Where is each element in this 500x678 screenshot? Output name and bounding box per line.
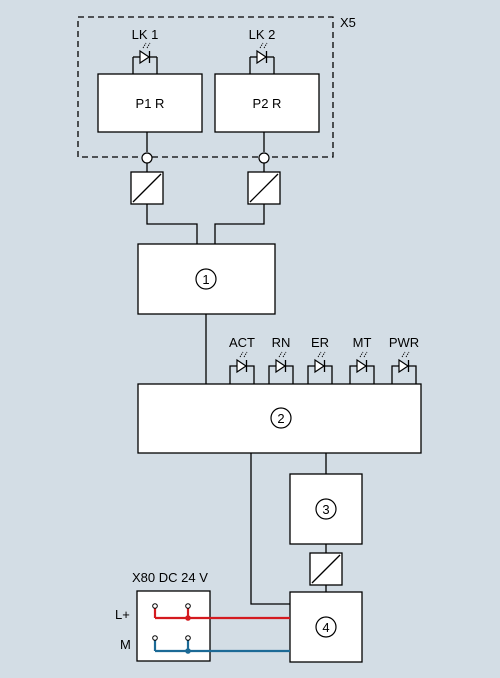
led-icon xyxy=(256,42,268,64)
led-icon xyxy=(275,351,287,373)
port-p1-label: P1 R xyxy=(136,96,165,111)
block-1 xyxy=(137,243,276,315)
socket-icon xyxy=(258,152,270,164)
status-led-label: PWR xyxy=(389,335,419,350)
media-converter-icon xyxy=(247,171,281,205)
status-led-pwr: PWR xyxy=(389,335,419,384)
block-2-number: 2 xyxy=(277,411,284,426)
x5-label: X5 xyxy=(340,15,356,30)
power-connector-title: X80 DC 24 V xyxy=(132,570,208,585)
port-p2-label: P2 R xyxy=(253,96,282,111)
pin-label-l-plus: L+ xyxy=(115,607,130,622)
status-led-label: ER xyxy=(311,335,329,350)
block-3-number: 3 xyxy=(322,502,329,517)
port-p1-block xyxy=(97,73,203,133)
status-led-rn: RN xyxy=(268,335,294,384)
socket-icon xyxy=(141,152,153,164)
block-3 xyxy=(289,473,363,545)
port-p2: LK 2 P2 R xyxy=(214,27,320,244)
port-p1: LK 1 P1 R xyxy=(97,27,203,244)
power-connector-block xyxy=(136,590,211,662)
power-connector-x80: X80 DC 24 V L+ M xyxy=(115,570,290,662)
port-p2-block xyxy=(214,73,320,133)
block-2 xyxy=(137,383,422,454)
x5-enclosure xyxy=(77,16,334,158)
status-led-er: ER xyxy=(307,335,333,384)
power-converter-icon xyxy=(309,552,343,586)
block-4-number: 4 xyxy=(322,620,329,635)
status-led-label: RN xyxy=(272,335,291,350)
status-led-label: MT xyxy=(353,335,372,350)
port-p2-led-label: LK 2 xyxy=(249,27,276,42)
status-led-mt: MT xyxy=(349,335,375,384)
pin-label-m: M xyxy=(120,637,131,652)
led-icon xyxy=(314,351,326,373)
led-icon xyxy=(356,351,368,373)
led-icon xyxy=(398,351,410,373)
led-icon xyxy=(139,42,151,64)
block-1-number: 1 xyxy=(202,272,209,287)
status-led-label: ACT xyxy=(229,335,255,350)
status-led-act: ACT xyxy=(229,335,255,384)
media-converter-icon xyxy=(130,171,164,205)
port-p1-led-label: LK 1 xyxy=(132,27,159,42)
block-4 xyxy=(289,591,363,663)
led-icon xyxy=(236,351,248,373)
